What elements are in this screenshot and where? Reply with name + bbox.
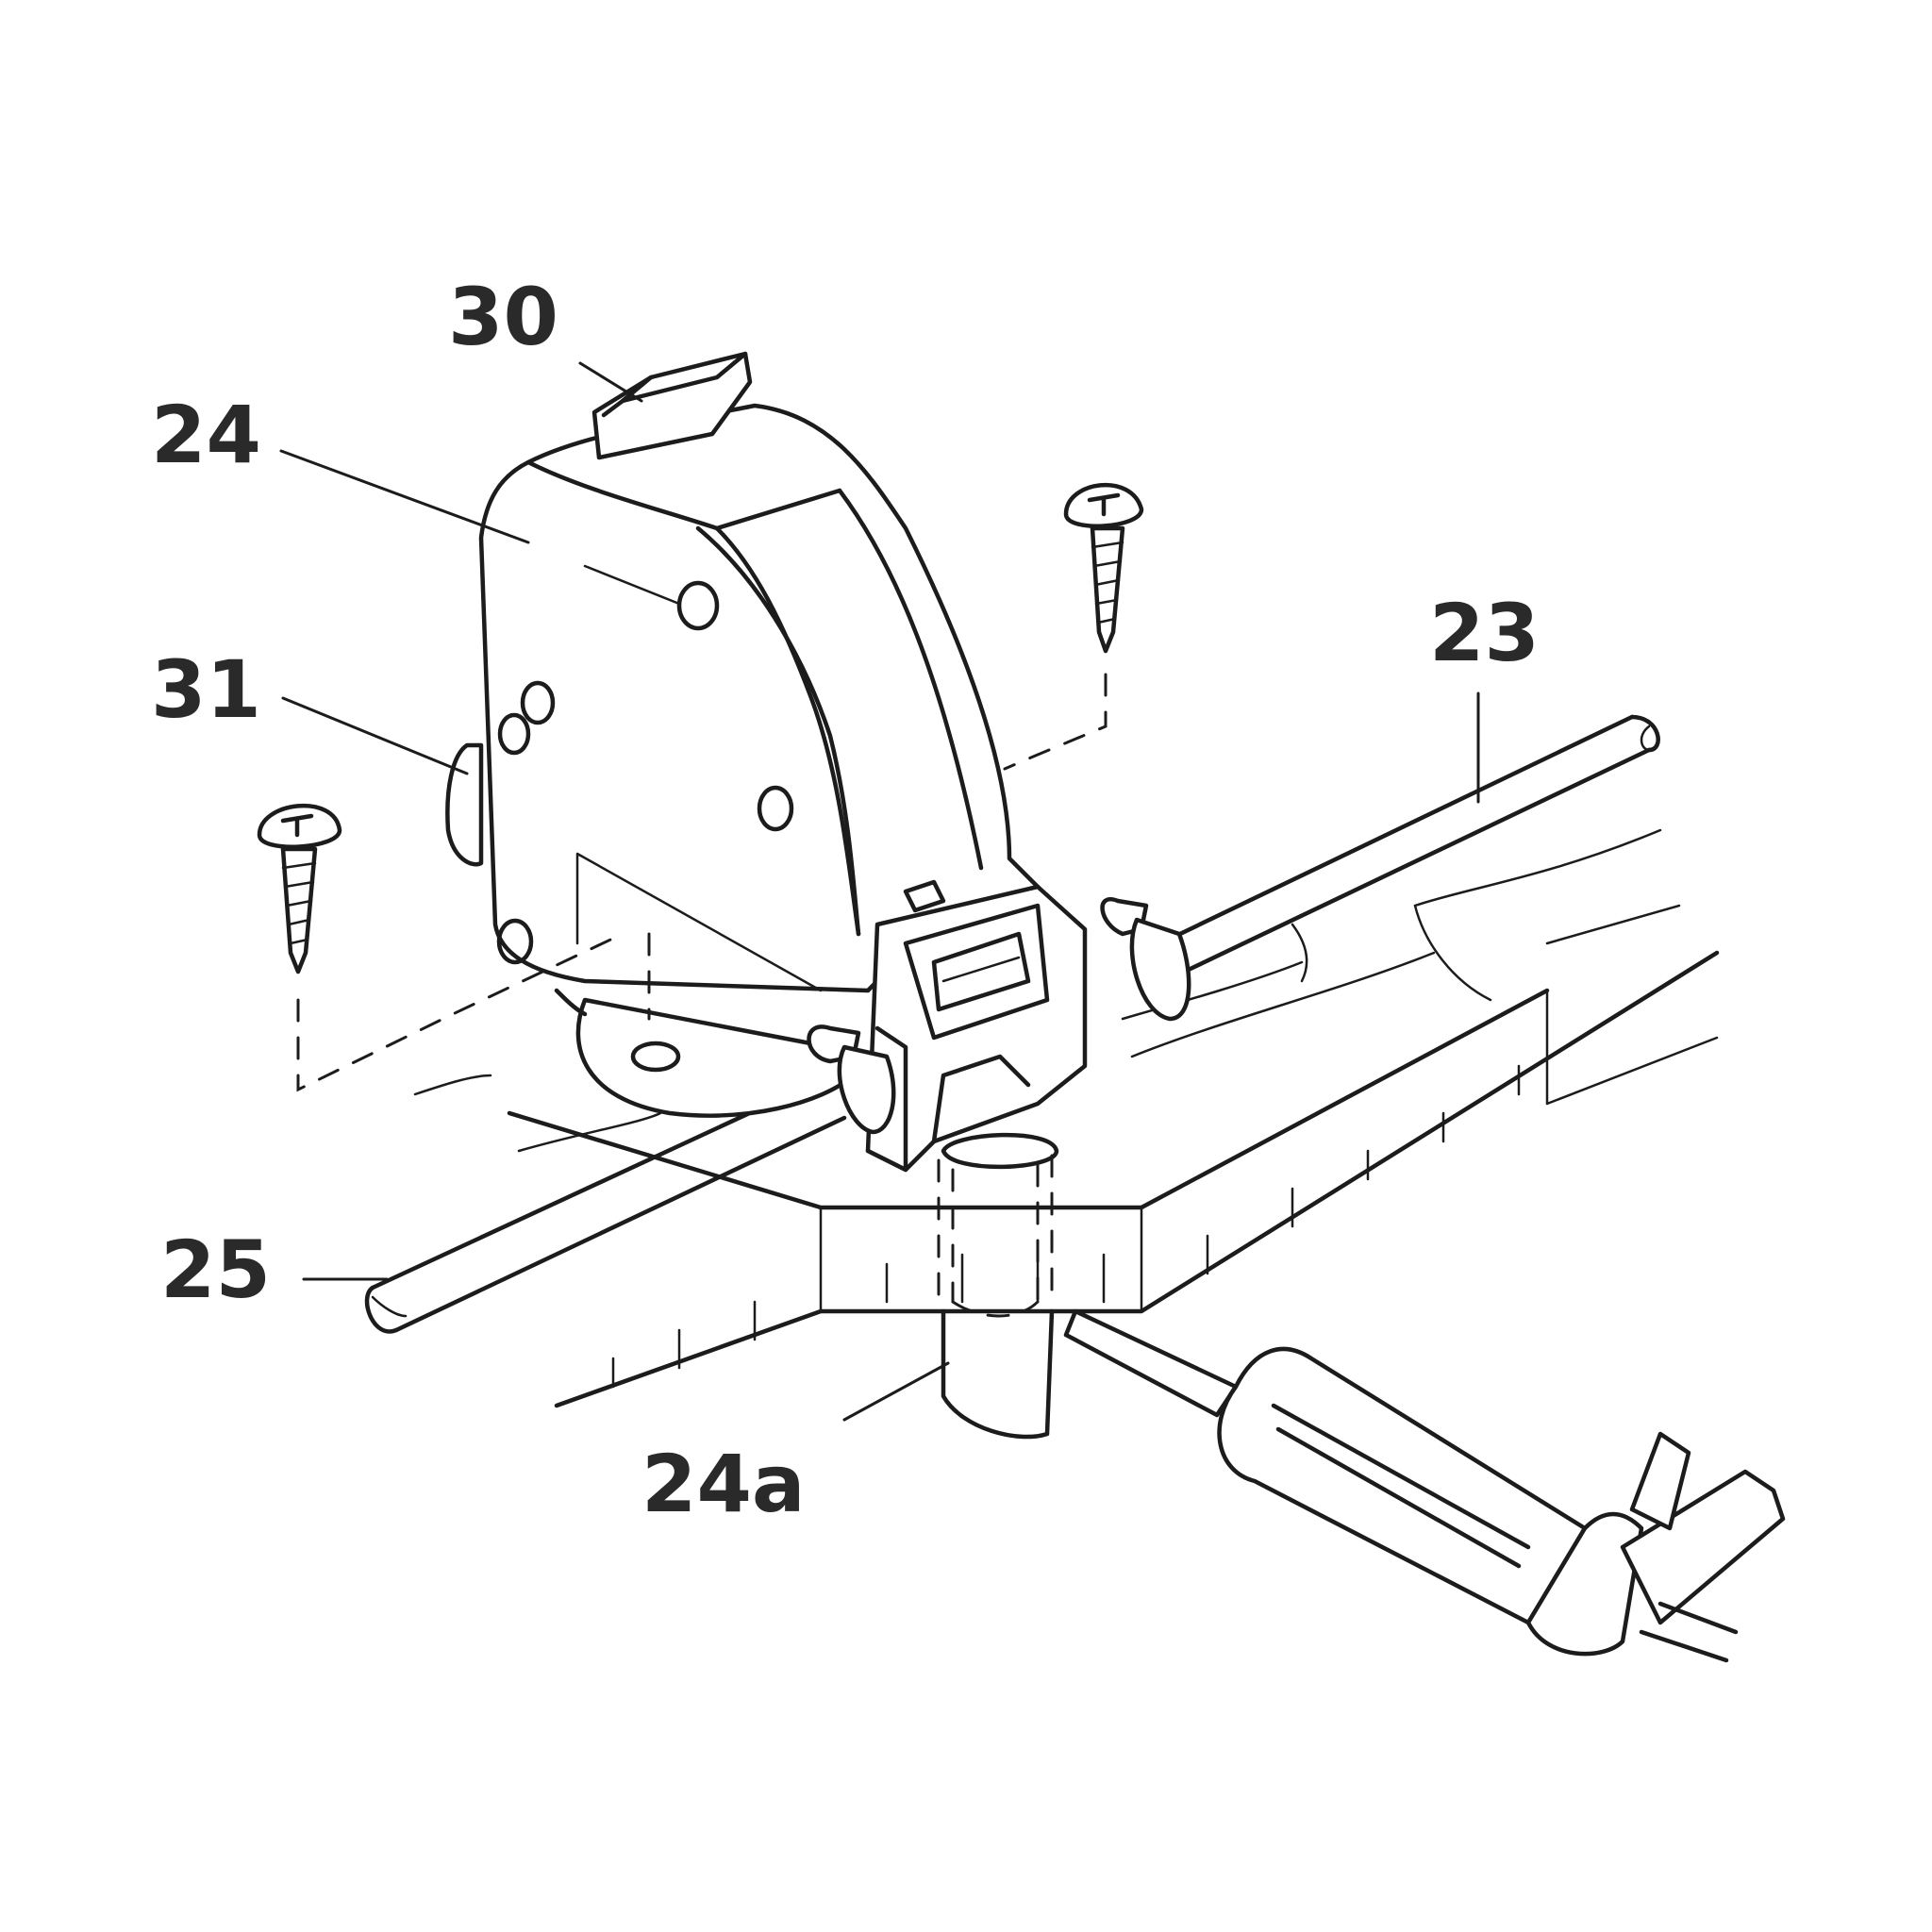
- callout-24a: 24a: [641, 1438, 806, 1530]
- leader-lines: [279, 361, 1480, 1422]
- roof-surface: [413, 828, 1720, 1408]
- knob-31: [445, 742, 484, 867]
- leader-24a: [842, 1361, 950, 1422]
- pipe-24a: [937, 1154, 1055, 1440]
- housing-24: [478, 403, 1050, 1118]
- leader-30: [578, 361, 643, 403]
- callout-labels: 30 24 31 23 25 24a: [151, 271, 1540, 1530]
- tube-23: [1158, 714, 1660, 979]
- callout-24: 24: [151, 389, 261, 481]
- sealant-gun: [1063, 1308, 1786, 1663]
- cap-30: [591, 351, 753, 460]
- clamp-assembly: [807, 879, 1191, 1173]
- callout-31: 31: [151, 643, 261, 736]
- callout-23: 23: [1429, 587, 1540, 679]
- leader-31: [281, 696, 469, 775]
- callout-30: 30: [448, 271, 558, 363]
- leader-24: [279, 449, 530, 544]
- callout-25: 25: [160, 1224, 271, 1316]
- screw-left: [257, 803, 651, 1092]
- screw-right: [1003, 482, 1144, 771]
- tube-25: [364, 1077, 847, 1334]
